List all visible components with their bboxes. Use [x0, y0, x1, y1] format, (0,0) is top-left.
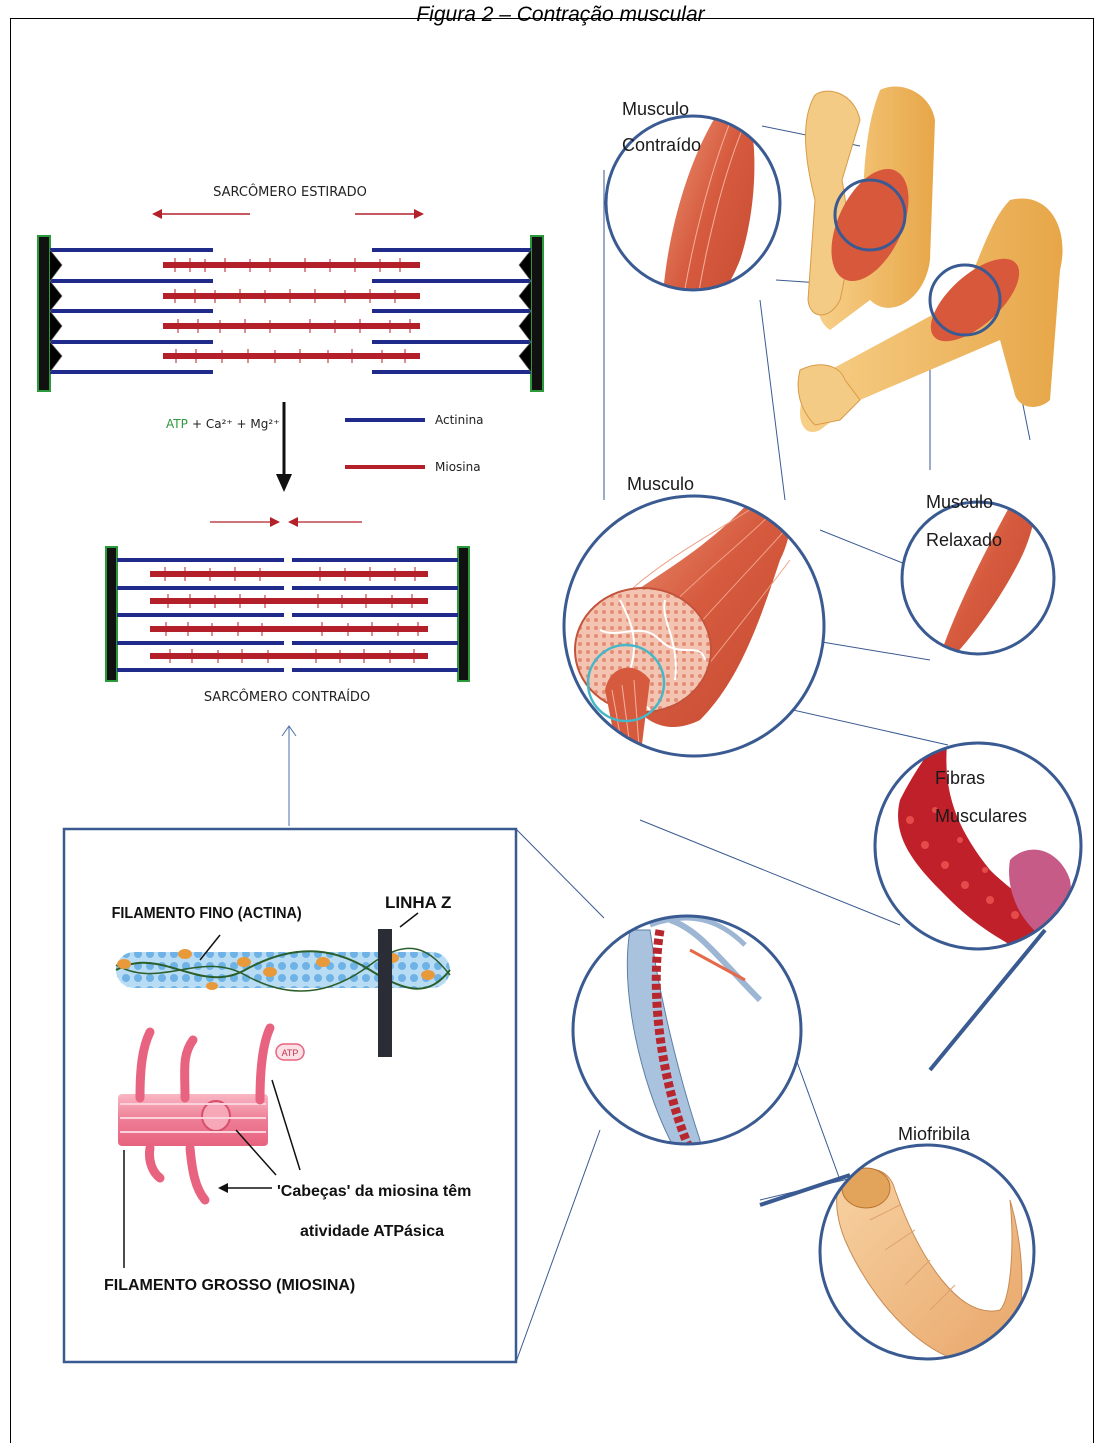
actin-strand — [116, 952, 450, 988]
contracted-label: SARCÔMERO CONTRAÍDO — [204, 689, 370, 705]
contracted-label-line2: Contraído — [622, 135, 701, 155]
arrow-left-head-icon — [152, 209, 162, 219]
contracted-label-line1: Musculo — [622, 99, 689, 119]
legend-actin-label: Actinina — [435, 413, 484, 427]
z-line-label: LINHA Z — [385, 893, 451, 912]
myosin-bundle-end — [202, 1101, 230, 1131]
z-disc-right-contracted — [458, 547, 469, 681]
circle-muscle-fibers: Fibras Musculares — [875, 720, 1081, 980]
sarcomere-contracted: SARCÔMERO CONTRAÍDO — [106, 517, 469, 705]
filament-box: FILAMENTO FINO (ACTINA) LINHA Z ATP — [64, 829, 516, 1362]
fibers-label-line2: Musculares — [935, 806, 1027, 826]
arrow-right-head-icon — [414, 209, 424, 219]
arrow-inward-left-head-icon — [270, 517, 280, 527]
circle-relaxed-muscle: Musculo Relaxado — [902, 470, 1054, 660]
z-line-bar — [378, 929, 392, 1057]
circle-muscle: Musculo — [564, 474, 824, 765]
fibers-label-line1: Fibras — [935, 768, 985, 788]
ions-text: + Ca²⁺ + Mg²⁺ — [192, 417, 280, 431]
thin-filament-label: FILAMENTO FINO (ACTINA) — [112, 904, 302, 922]
circle-myofibril: Miofribila — [820, 1124, 1034, 1364]
myofibril-label: Miofribila — [898, 1124, 971, 1144]
relaxed-label-line1: Musculo — [926, 492, 993, 512]
heads-label-line2: atividade ATPásica — [300, 1223, 444, 1240]
z-disc-left — [38, 236, 50, 391]
muscle-label: Musculo — [627, 474, 694, 494]
arm-flexed — [806, 87, 935, 330]
circle-contracted-muscle: Musculo Contraído — [606, 90, 780, 335]
thick-filament-label: FILAMENTO GROSSO (MIOSINA) — [104, 1277, 355, 1294]
atp-tag-label: ATP — [282, 1048, 299, 1058]
z-disc-right — [531, 236, 543, 391]
sarcomere-stretched: SARCÔMERO ESTIRADO — [38, 184, 543, 391]
reaction-arrow: ATP + Ca²⁺ + Mg²⁺ — [166, 402, 292, 492]
legend-myosin-label: Miosina — [435, 460, 481, 474]
heads-label-line1: 'Cabeças' da miosina têm — [277, 1183, 471, 1200]
atp-text: ATP — [166, 417, 188, 431]
red-fragment — [655, 895, 700, 915]
arrow-inward-right-head-icon — [288, 517, 298, 527]
relaxed-label-line2: Relaxado — [926, 530, 1002, 550]
legend: Actinina Miosina — [345, 413, 484, 474]
stretched-label: SARCÔMERO ESTIRADO — [213, 184, 367, 200]
down-arrow-head-icon — [276, 474, 292, 492]
z-disc-left-contracted — [106, 547, 117, 681]
circle-myofilaments — [573, 895, 801, 1155]
